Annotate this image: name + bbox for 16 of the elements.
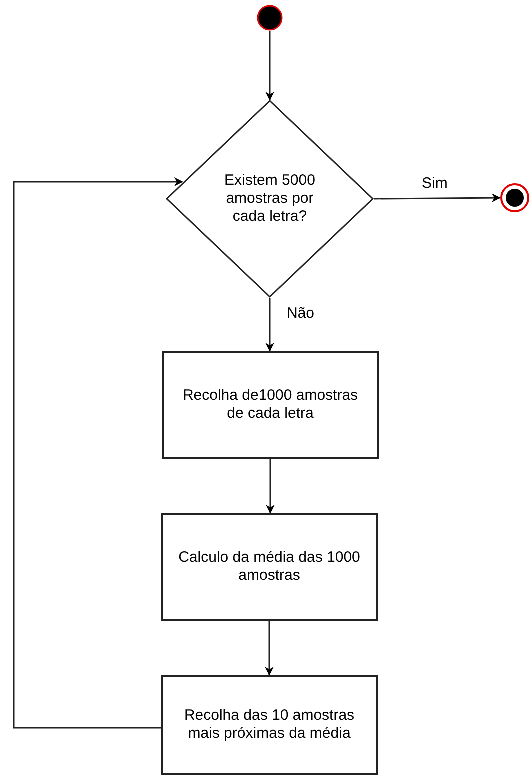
arrow: [374, 194, 501, 203]
process-box: [161, 513, 378, 621]
end-node: [500, 182, 530, 214]
node-text: Recolha das 10 amostras mais próximas da média: [183, 707, 356, 743]
arrow: [266, 31, 274, 101]
node-text: Recolha de1000 amostras de cada letra: [182, 387, 360, 423]
process-box: [162, 351, 379, 459]
node-text: Existem 5000 amostras por cada letra?: [224, 172, 316, 226]
start-node: [257, 5, 283, 31]
arrow: [266, 459, 275, 514]
decision-diamond: [166, 100, 374, 298]
process-box: [161, 675, 378, 775]
arrow: [265, 621, 274, 676]
arrow: [266, 298, 274, 352]
node-text: Calculo da média das 1000 amostras: [178, 549, 362, 585]
arrow: [13, 178, 184, 729]
